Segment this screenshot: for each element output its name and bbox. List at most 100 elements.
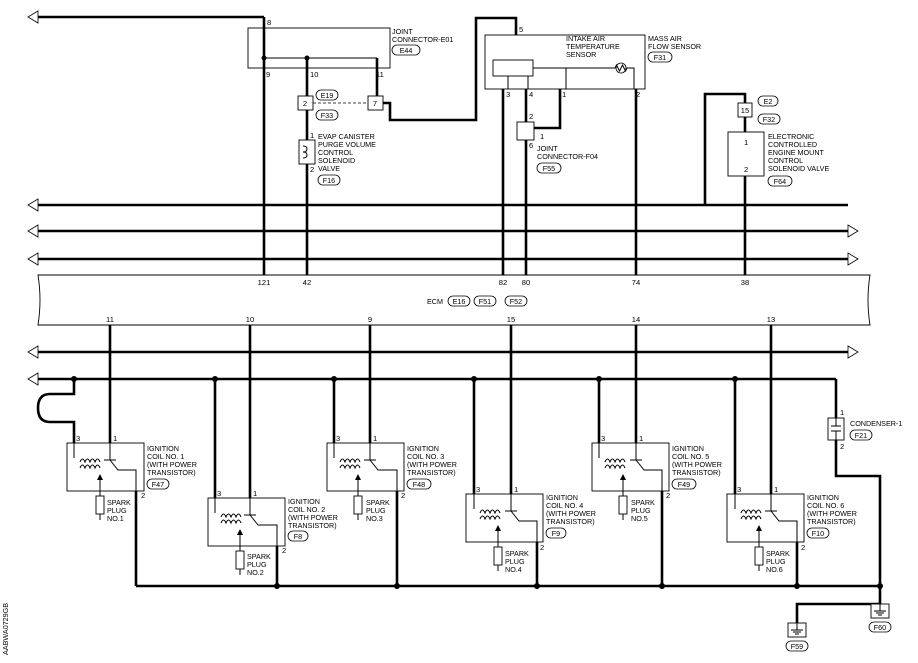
plug4-name-2: PLUG (505, 557, 525, 566)
ecm-label: ECM (427, 297, 443, 306)
coil3-pin-2: 2 (401, 491, 405, 500)
coil4-pin-1: 1 (514, 485, 518, 494)
plug6-name-2: PLUG (766, 557, 786, 566)
ignition-coil-5: 3 1 2 IGNITION COIL NO. 5 (WITH POWER TR… (591, 434, 722, 523)
maf-pin-3: 3 (506, 90, 510, 99)
maf-pin-5: 5 (519, 25, 523, 34)
coil1-connector-id: F47 (152, 480, 164, 489)
ecm-pin-15: 15 (507, 315, 515, 324)
e01-pin-11: 11 (376, 70, 384, 79)
condenser-name: CONDENSER-1 (850, 419, 902, 428)
coil4-name-2: COIL NO. 4 (546, 501, 583, 510)
evap-canister-solenoid: 1 2 EVAP CANISTER PURGE VOLUME CONTROL S… (298, 110, 376, 275)
coil5-pin-3: 3 (601, 434, 605, 443)
evap-name-3: CONTROL (318, 148, 353, 157)
f04-name-2: CONNECTOR-F04 (537, 152, 598, 161)
engine-mount-solenoid: 15 E2 F32 1 2 ELECTRONIC CONTROLLED ENGI… (703, 92, 829, 275)
f32-connector-id: F32 (763, 115, 775, 124)
e19-pin-right: 7 (373, 99, 377, 108)
plug4-name-1: SPARK (505, 549, 529, 558)
coil4-name-1: IGNITION (546, 493, 578, 502)
ecm-pin-80: 80 (522, 278, 530, 287)
iat-name-1: INTAKE AIR (566, 34, 605, 43)
mount-connector-id: F64 (774, 177, 786, 186)
coil2-pin-3: 3 (217, 489, 221, 498)
ecm-pin-38: 38 (741, 278, 749, 287)
evap-name-1: EVAP CANISTER (318, 132, 375, 141)
plug2-name-1: SPARK (247, 552, 271, 561)
e01-pin-8: 8 (267, 18, 271, 27)
ecm-connector-1: E16 (453, 297, 466, 306)
evap-pin-2: 2 (310, 165, 314, 174)
coil5-connector-id: F49 (678, 480, 690, 489)
e01-connector-id: E44 (400, 46, 413, 55)
mount-name-1: ELECTRONIC (768, 132, 814, 141)
coil2-name-2: COIL NO. 2 (288, 505, 325, 514)
ecm-pin-11: 11 (106, 315, 114, 324)
evap-name-2: PURGE VOLUME (318, 140, 376, 149)
coil1-name-1: IGNITION (147, 444, 179, 453)
coil6-pin-3: 3 (737, 485, 741, 494)
coil6-name-4: TRANSISTOR) (807, 517, 856, 526)
ecm-pin-13: 13 (767, 315, 775, 324)
ecm-pin-121: 121 (258, 278, 271, 287)
plug5-name-2: PLUG (631, 506, 651, 515)
plug3-name-1: SPARK (366, 498, 390, 507)
plug3-name-3: NO.3 (366, 514, 383, 523)
maf-pin-2: 2 (636, 90, 640, 99)
coil1-pin-3: 3 (76, 434, 80, 443)
f04-connector-id: F55 (543, 164, 555, 173)
condenser-pin-2: 2 (840, 442, 844, 451)
ignition-coil-6: 3 1 2 IGNITION COIL NO. 6 (WITH POWER TR… (726, 485, 857, 574)
e01-name-1: JOINT (392, 27, 413, 36)
mount-name-4: CONTROL (768, 156, 803, 165)
coil4-name-4: TRANSISTOR) (546, 517, 595, 526)
coil5-name-2: COIL NO. 5 (672, 452, 709, 461)
ground-f60-id: F60 (874, 623, 886, 632)
plug1-name-2: PLUG (107, 506, 127, 515)
ecm-signal-wires (108, 325, 773, 498)
iat-name-3: SENSOR (566, 50, 596, 59)
ignition-coil-4: 3 1 2 IGNITION COIL NO. 4 (WITH POWER TR… (465, 485, 596, 574)
coil3-pin-1: 1 (373, 434, 377, 443)
maf-power-wire (383, 16, 518, 122)
coil6-name-1: IGNITION (807, 493, 839, 502)
harness-connector-e19-f33: 2 7 E19 F33 (297, 89, 384, 121)
coil2-connector-id: F8 (294, 532, 302, 541)
f33-connector-id: F33 (321, 111, 333, 120)
condenser-pin-1: 1 (840, 408, 844, 417)
coil1-pin-1: 1 (113, 434, 117, 443)
coil4-connector-id: F9 (552, 529, 560, 538)
coil2-pin-1: 1 (253, 489, 257, 498)
plug1-name-1: SPARK (107, 498, 131, 507)
coil3-name-2: COIL NO. 3 (407, 452, 444, 461)
coil3-pin-3: 3 (336, 434, 340, 443)
maf-pin-1: 1 (562, 90, 566, 99)
ignition-coil-3: 3 1 2 IGNITION COIL NO. 3 (WITH POWER TR… (326, 434, 457, 523)
ground-f59-id: F59 (791, 642, 803, 651)
coil6-name-3: (WITH POWER (807, 509, 857, 518)
coil5-name-1: IGNITION (672, 444, 704, 453)
coil1-name-4: TRANSISTOR) (147, 468, 196, 477)
ground-f60: F60 (868, 603, 892, 633)
power-feed-wires (36, 376, 838, 498)
mount-name-5: SOLENOID VALVE (768, 164, 829, 173)
maf-name-1: MASS AIR (648, 34, 682, 43)
evap-name-5: VALVE (318, 164, 340, 173)
f04-pin-2: 2 (529, 112, 533, 121)
ecm-pin-74: 74 (632, 278, 640, 287)
mount-name-3: ENGINE MOUNT (768, 148, 825, 157)
figure-code: AABWA0729GB (1, 603, 10, 655)
iat-name-2: TEMPERATURE (566, 42, 620, 51)
condenser-1: 1 2 CONDENSER-1 F21 (827, 408, 902, 604)
ecm-pin-82: 82 (499, 278, 507, 287)
e01-pin-10: 10 (310, 70, 318, 79)
e01-wires (262, 58, 379, 275)
mount-pin-1: 1 (744, 138, 748, 147)
coil2-name-3: (WITH POWER (288, 513, 338, 522)
ecm-pin-9: 9 (368, 315, 372, 324)
coil6-name-2: COIL NO. 6 (807, 501, 844, 510)
coil3-name-1: IGNITION (407, 444, 439, 453)
plug4-name-3: NO.4 (505, 565, 522, 574)
harness-lines (27, 10, 859, 386)
